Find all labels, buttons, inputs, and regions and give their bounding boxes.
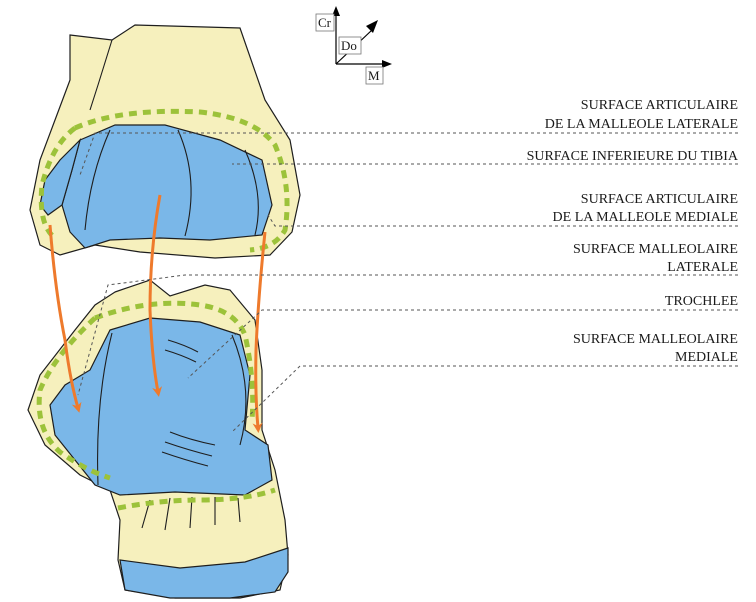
label-malleole-laterale-line2: DE LA MALLEOLE LATERALE: [545, 117, 738, 132]
dorsal-label: Do: [341, 38, 357, 53]
label-trochlee: TROCHLEE: [665, 294, 738, 309]
talus: [28, 280, 288, 598]
medial-arrow-icon: [382, 60, 392, 68]
dorsal-arrow-icon: [366, 20, 378, 33]
labels: SURFACE ARTICULAIRE DE LA MALLEOLE LATER…: [527, 98, 739, 365]
label-malleole-mediale-line1: SURFACE ARTICULAIRE: [581, 192, 738, 207]
leader-malleolaire-mediale: [232, 366, 738, 432]
label-malleolaire-mediale-line1: SURFACE MALLEOLAIRE: [573, 332, 738, 347]
cranial-label: Cr: [318, 15, 332, 30]
label-malleolaire-laterale-line1: SURFACE MALLEOLAIRE: [573, 242, 738, 257]
label-malleole-laterale-line1: SURFACE ARTICULAIRE: [581, 98, 738, 113]
orientation-indicator: Cr Do M: [316, 6, 392, 84]
label-inferieure-tibia: SURFACE INFERIEURE DU TIBIA: [527, 149, 739, 164]
label-malleole-mediale-line2: DE LA MALLEOLE MEDIALE: [553, 210, 738, 225]
label-malleolaire-laterale-line2: LATERALE: [667, 260, 738, 275]
tibia: [30, 25, 300, 258]
medial-label: M: [368, 68, 380, 83]
label-malleolaire-mediale-line2: MEDIALE: [675, 350, 738, 365]
